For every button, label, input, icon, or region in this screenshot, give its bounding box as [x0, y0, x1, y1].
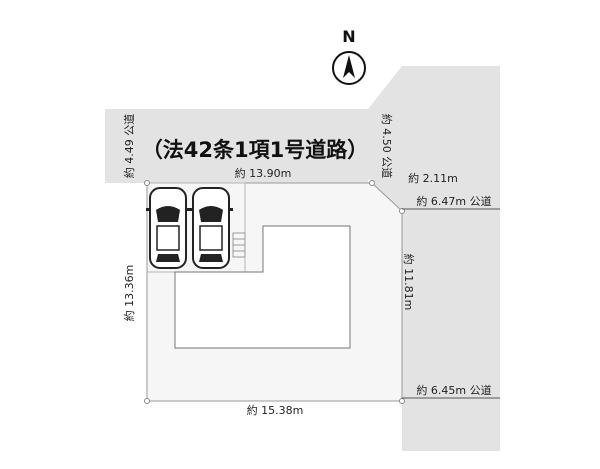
- stairs-icon: [232, 232, 246, 258]
- ne-road-width-label: 約 4.50 公道: [380, 114, 394, 179]
- car-icon: [189, 187, 233, 269]
- north-road: [105, 109, 402, 183]
- north-arrow-icon: [332, 51, 366, 85]
- corner-road: [368, 66, 402, 210]
- north-road-width-label: 約 4.49 公道: [122, 114, 136, 179]
- east-road-upper-label: 約 6.47m 公道: [416, 194, 491, 208]
- south-side-label: 約 15.38m: [247, 403, 304, 417]
- west-side-label: 約 13.36m: [122, 265, 136, 322]
- building-footprint: [174, 225, 351, 349]
- dimension-lines: [402, 208, 500, 399]
- east-frontage-label: 約 11.81m: [402, 254, 416, 311]
- road-classification: （法42条1項1号道路）: [142, 138, 368, 162]
- corner-cut-label: 約 2.11m: [408, 171, 458, 185]
- compass-label: N: [342, 27, 355, 46]
- east-road: [402, 66, 500, 451]
- east-road-lower-label: 約 6.45m 公道: [416, 383, 491, 397]
- car-icon: [146, 187, 190, 269]
- north-frontage-label: 約 13.90m: [235, 166, 292, 180]
